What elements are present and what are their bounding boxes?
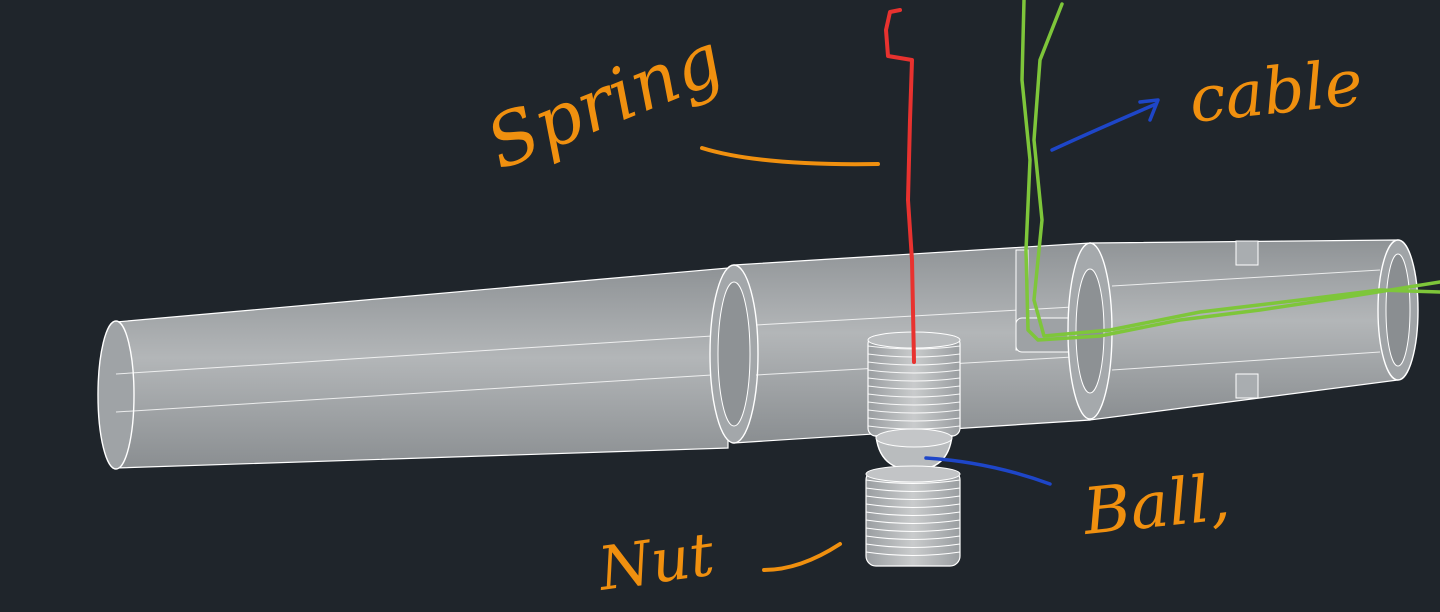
ball-pointer-line <box>924 456 1052 486</box>
spring-label: Spring <box>475 16 734 186</box>
nut-pointer-line <box>762 542 842 572</box>
spring-housing <box>867 331 961 437</box>
cable-wires <box>1020 0 1440 342</box>
nut-label: Nut <box>592 519 719 605</box>
ball-part <box>875 428 953 471</box>
nut-part <box>865 465 961 567</box>
cable-pointer-arrow <box>1050 98 1160 152</box>
cable-label: cable <box>1186 46 1366 138</box>
ball-label: Ball, <box>1079 461 1233 550</box>
right-tube <box>1067 239 1419 421</box>
spring-pointer-line <box>700 146 880 167</box>
spring-wire <box>884 8 916 364</box>
left-tube <box>97 267 729 470</box>
